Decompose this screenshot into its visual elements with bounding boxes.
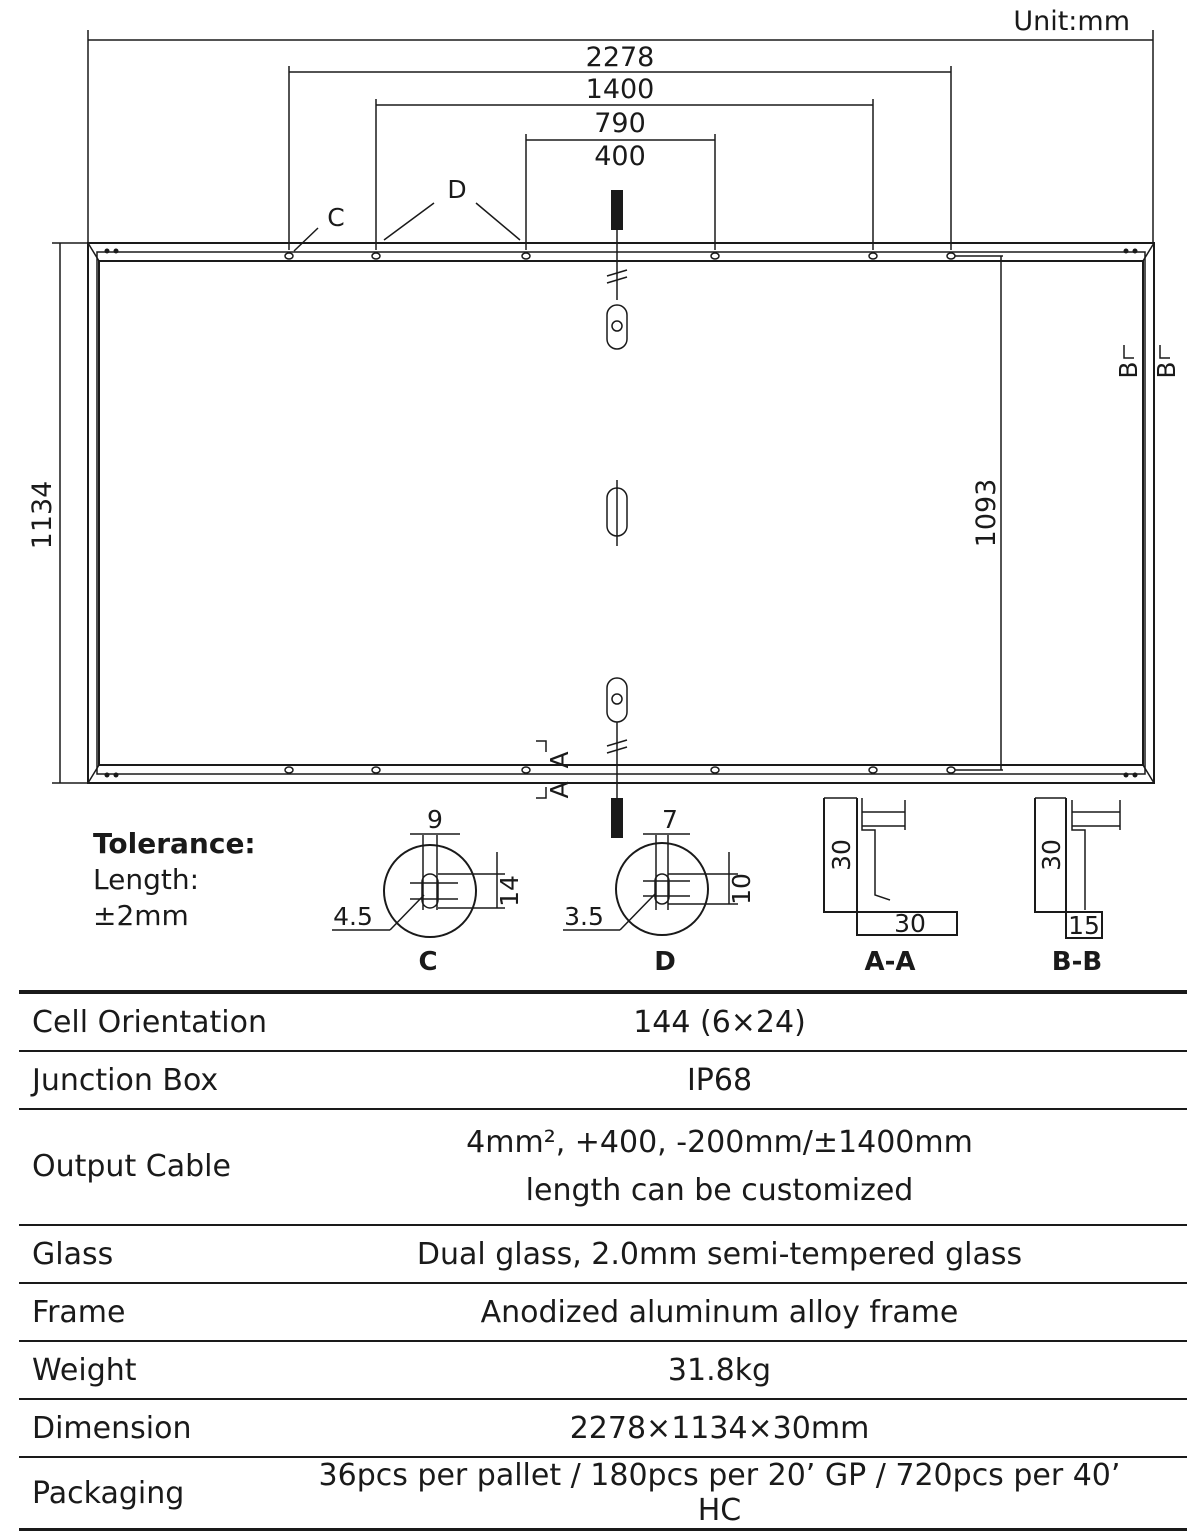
tolerance-label: Length: — [93, 863, 200, 896]
spec-label: Packaging — [19, 1457, 312, 1531]
spec-value-line-2: length can be customized — [525, 1173, 914, 1208]
section-marker-b: B B — [1114, 345, 1181, 379]
dimension-400-label: 400 — [594, 141, 646, 172]
callout-c: C — [327, 203, 344, 232]
section-aa-height: 30 — [827, 839, 856, 871]
section-bb-title: B-B — [1052, 947, 1102, 977]
detail-c-slot-length: 14 — [495, 875, 524, 907]
spec-row-dimension: Dimension 2278×1134×30mm — [19, 1399, 1187, 1458]
dimension-2278-label: 2278 — [586, 42, 655, 73]
section-marker-a: A A — [536, 740, 574, 799]
spec-value: 31.8kg — [312, 1341, 1187, 1400]
svg-text:A: A — [545, 781, 574, 798]
detail-d-slot-width: 7 — [662, 805, 678, 834]
spec-row-junction-box: Junction Box IP68 — [19, 1051, 1187, 1110]
tolerance-value: ±2mm — [93, 899, 189, 932]
spec-row-cell-orientation: Cell Orientation 144 (6×24) — [19, 992, 1187, 1052]
dimension-1093: 1093 — [955, 255, 1003, 771]
detail-d-slot-length: 10 — [727, 873, 756, 905]
module-frame — [87, 242, 1155, 784]
spec-row-frame: Frame Anodized aluminum alloy frame — [19, 1283, 1187, 1342]
detail-c-slot-width: 9 — [427, 805, 443, 834]
dimension-1093-label: 1093 — [971, 479, 1002, 548]
spec-row-output-cable: Output Cable 4mm², +400, -200mm/±1400mm … — [19, 1109, 1187, 1226]
detail-d-hole-diameter: 3.5 — [564, 902, 604, 931]
detail-c-title: C — [418, 947, 437, 977]
dimension-1400-label: 1400 — [586, 74, 655, 105]
tolerance-title: Tolerance: — [93, 827, 256, 860]
dimension-400: 400 — [525, 134, 716, 250]
detail-c: 9 14 4.5 C — [332, 805, 524, 977]
spec-label: Dimension — [19, 1399, 312, 1458]
spec-label: Cell Orientation — [19, 992, 312, 1052]
section-bb-height: 30 — [1037, 839, 1066, 871]
spec-label: Output Cable — [19, 1109, 312, 1226]
spec-table: Cell Orientation 144 (6×24) Junction Box… — [19, 990, 1187, 1531]
spec-value: 4mm², +400, -200mm/±1400mm length can be… — [312, 1109, 1187, 1226]
spec-value: Dual glass, 2.0mm semi-tempered glass — [312, 1225, 1187, 1284]
module-drawing: Unit:mm 2278 1400 790 400 C D — [27, 6, 1181, 977]
dimension-1400: 1400 — [288, 66, 952, 250]
spec-value: IP68 — [312, 1051, 1187, 1110]
detail-d: 7 10 3.5 D — [563, 805, 756, 977]
section-bb-width: 15 — [1068, 911, 1100, 940]
spec-label: Junction Box — [19, 1051, 312, 1110]
unit-label: Unit:mm — [1013, 6, 1130, 37]
junction-boxes — [606, 190, 628, 838]
spec-value: 36pcs per pallet / 180pcs per 20’ GP / 7… — [312, 1457, 1187, 1531]
dimension-1134-label: 1134 — [27, 481, 58, 550]
spec-label: Weight — [19, 1341, 312, 1400]
dimension-1134: 1134 — [27, 242, 88, 784]
spec-value-line-1: 4mm², +400, -200mm/±1400mm — [466, 1125, 973, 1160]
tolerance-note: Tolerance: Length: ±2mm — [93, 826, 256, 934]
dimension-790: 790 — [375, 99, 874, 250]
spec-value: 2278×1134×30mm — [312, 1399, 1187, 1458]
spec-label: Glass — [19, 1225, 312, 1284]
dimension-2278: 2278 — [87, 30, 1154, 243]
svg-text:B: B — [1114, 361, 1143, 378]
section-aa-width: 30 — [894, 909, 926, 938]
spec-value: 144 (6×24) — [312, 992, 1187, 1052]
mounting-holes — [104, 248, 1138, 778]
detail-c-hole-diameter: 4.5 — [333, 902, 373, 931]
dimension-790-label: 790 — [594, 108, 646, 139]
svg-text:A: A — [545, 751, 574, 768]
spec-label: Frame — [19, 1283, 312, 1342]
section-aa: 30 30 A-A — [823, 797, 958, 977]
spec-value: Anodized aluminum alloy frame — [312, 1283, 1187, 1342]
spec-row-weight: Weight 31.8kg — [19, 1341, 1187, 1400]
section-aa-title: A-A — [864, 947, 915, 977]
section-bb: 30 15 B-B — [1034, 797, 1121, 977]
callout-d: D — [447, 175, 466, 204]
spec-row-packaging: Packaging 36pcs per pallet / 180pcs per … — [19, 1457, 1187, 1531]
spec-row-glass: Glass Dual glass, 2.0mm semi-tempered gl… — [19, 1225, 1187, 1284]
detail-d-title: D — [654, 947, 676, 977]
svg-text:B: B — [1152, 361, 1181, 378]
